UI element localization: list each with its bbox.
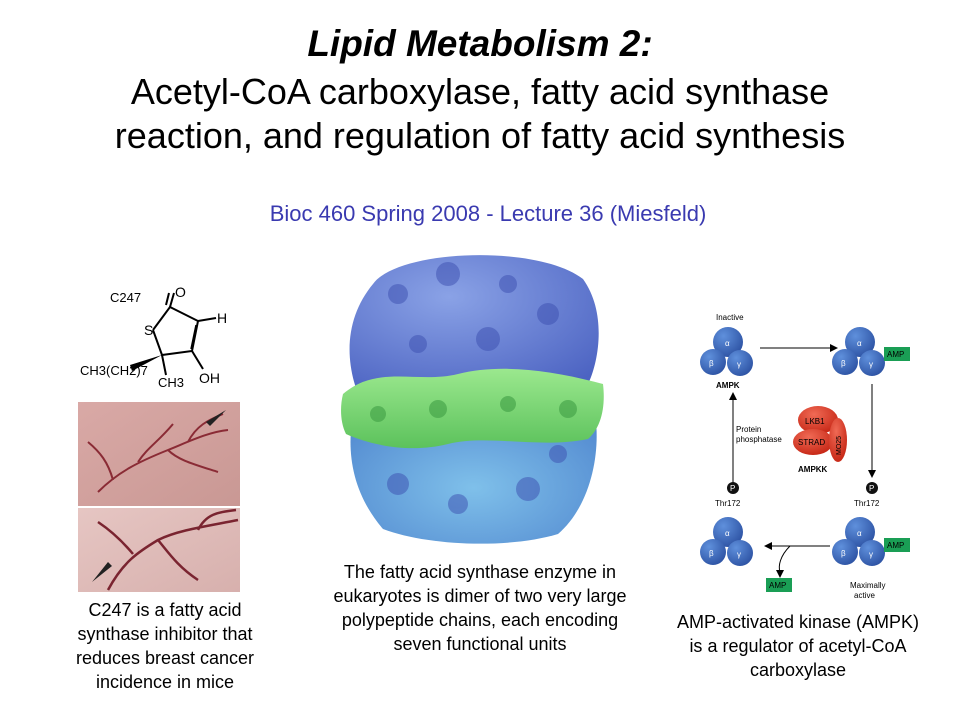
active-label: active [854,591,875,600]
arrow-icon-2 [92,562,112,582]
arrow-head-down-icon [868,470,876,478]
mo25-label: MO25 [836,436,843,455]
title-line-2: Acetyl-CoA carboxylase, fatty acid synth… [130,71,830,112]
left-caption: C247 is a fatty acid synthase inhibitor … [75,600,255,692]
slide-title-line-2: Acetyl-CoA carboxylase, fatty acid synth… [0,70,960,158]
amp-badge [884,347,910,361]
amp-label-released: AMP [769,581,786,590]
central-domain-green [341,368,604,449]
oh-bond [191,350,204,370]
protein-label: Protein [736,425,761,434]
ampk-complex-amp-bound: α β γ [832,327,885,376]
center-caption: The fatty acid synthase enzyme in eukary… [333,562,627,654]
phospho-label-2: P [869,484,874,493]
amp-release-arrow [778,545,791,573]
arrow-head-release-icon [776,570,784,578]
alpha-subunit-label: α [857,529,862,538]
thr172-label: Thr172 [715,499,741,508]
gamma-subunit-label: γ [869,550,873,559]
double-bond [190,324,197,350]
ductal-branches-top [87,413,229,493]
lkb1-label: LKB1 [805,417,825,426]
methyl-bond [161,354,167,376]
beta-subunit-label: β [841,359,846,368]
strad-label: STRAD [798,438,825,447]
phospho-icon [727,482,739,494]
phospho-icon-2 [866,482,878,494]
thr172-label-2: Thr172 [854,499,880,508]
oxygen-label: O [175,285,186,300]
amp-label-2: AMP [887,541,904,550]
gamma-subunit-label: γ [869,360,873,369]
wedge-bond [130,355,162,371]
ampk-complex-inactive: α β γ [700,327,753,376]
maximally-label: Maximally [850,581,886,590]
ampk-label: AMPK [716,381,740,390]
phosphatase-label: phosphatase [736,435,782,444]
phospho-label: P [730,484,735,493]
ampkk-label: AMPKK [798,465,828,474]
arrow-head-icon [830,344,838,352]
title-line-3: reaction, and regulation of fatty acid s… [114,115,846,156]
sulfur-label: S [144,322,153,338]
beta-subunit-label: β [709,359,714,368]
green-texture [370,396,577,422]
gamma-subunit-label: γ [737,360,741,369]
amp-label: AMP [887,350,904,359]
lactone-ring [152,305,200,357]
amp-badge-2 [884,538,910,552]
slide-subtitle: Bioc 460 Spring 2008 - Lecture 36 (Miesf… [269,201,707,226]
beta-subunit-label: β [709,549,714,558]
beta-subunit-label: β [841,549,846,558]
ductal-branches-bottom [97,508,239,591]
carbonyl-bond [169,292,175,308]
alpha-subunit-label: α [725,529,730,538]
c247-structure-diagram: C247 O S H OH CH3 CH3(CH2)7 [80,285,227,390]
ampk-complex-maximally-active: α β γ [832,517,885,566]
surface-texture [387,262,567,514]
carbonyl-bond-2 [165,292,170,306]
mammary-tissue-images [78,402,240,592]
fatty-acid-synthase-structure [341,255,604,544]
ampkk-complex: LKB1 STRAD MO25 [793,406,847,462]
arrow-head-up-icon [729,392,737,400]
slide-title: Lipid Metabolism 2: [307,23,653,64]
alpha-subunit-label: α [725,339,730,348]
control-tissue-panel [78,508,240,592]
gamma-subunit-label: γ [737,550,741,559]
alkyl-chain-label: CH3(CH2)7 [80,363,148,378]
hydrogen-label: H [217,310,227,326]
right-caption: AMP-activated kinase (AMPK) is a regulat… [676,612,920,680]
amp-badge-released [766,578,792,592]
upper-domain-blue [349,255,599,394]
inactive-label: Inactive [716,313,744,322]
h-bond [197,317,217,322]
ampk-regulation-diagram: Inactive α β γ AMPK α β γ AMP Protein ph… [700,313,910,600]
methyl-label: CH3 [158,375,184,390]
compound-label: C247 [110,290,141,305]
arrow-icon [206,410,226,426]
ampk-complex-phospho: α β γ [700,517,753,566]
alpha-subunit-label: α [857,339,862,348]
hydroxyl-label: OH [199,370,220,386]
arrow-head-left-icon [764,542,772,550]
